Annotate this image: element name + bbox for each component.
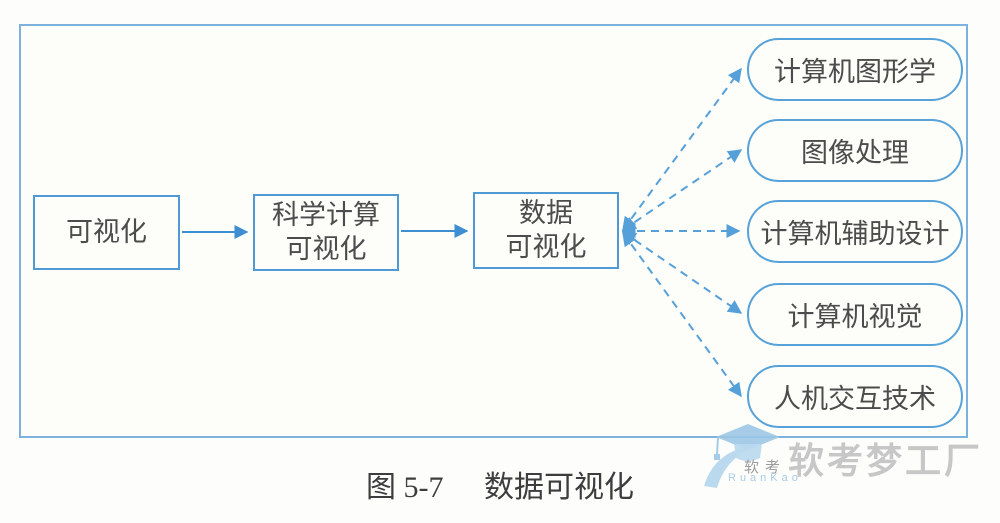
pill-image-processing: 图像处理	[747, 119, 963, 182]
node-visualization: 可视化	[33, 195, 180, 270]
node-scientific-computing-visualization: 科学计算 可视化	[253, 194, 399, 271]
node-scientific-line-2: 可视化	[285, 233, 367, 264]
pill-human-computer-interaction: 人机交互技术	[747, 365, 963, 428]
graduation-cap-icon	[704, 424, 780, 488]
dashed-arrow-computer-vision	[621, 231, 743, 314]
node-visualization-label: 可视化	[66, 216, 147, 247]
watermark: 软考梦工厂 软考 RuanKao	[698, 416, 998, 516]
watermark-brand-text: 软考梦工厂	[788, 440, 984, 481]
figure-caption-title: 数据可视化	[484, 471, 634, 504]
dashed-arrow-computer-graphics	[622, 67, 742, 232]
figure-caption: 图 5-7 数据可视化	[0, 462, 1000, 506]
pill-computer-vision: 计算机视觉	[747, 283, 963, 346]
pill-computer-aided-design-label: 计算机辅助设计	[760, 219, 950, 249]
pill-computer-graphics: 计算机图形学	[747, 38, 963, 101]
dashed-arrow-image-processing	[621, 149, 743, 231]
pill-image-processing-label: 图像处理	[801, 138, 909, 168]
pill-computer-graphics-label: 计算机图形学	[774, 57, 936, 87]
pill-computer-aided-design: 计算机辅助设计	[747, 200, 963, 263]
watermark-logo-text: 软考	[744, 459, 787, 476]
node-data-line-2: 可视化	[505, 231, 587, 262]
dashed-arrow-human-computer-interaction	[622, 231, 742, 398]
diagram-outer-frame	[19, 24, 968, 438]
node-data-line-1: 数据	[519, 197, 573, 228]
pill-computer-vision-label: 计算机视觉	[787, 302, 923, 332]
node-scientific-line-1: 科学计算	[272, 199, 380, 230]
figure-caption-label: 图 5-7	[366, 471, 444, 504]
watermark-logo-subtext: RuanKao	[728, 472, 802, 484]
pill-human-computer-interaction-label: 人机交互技术	[774, 384, 936, 414]
node-data-visualization: 数据 可视化	[473, 192, 619, 269]
